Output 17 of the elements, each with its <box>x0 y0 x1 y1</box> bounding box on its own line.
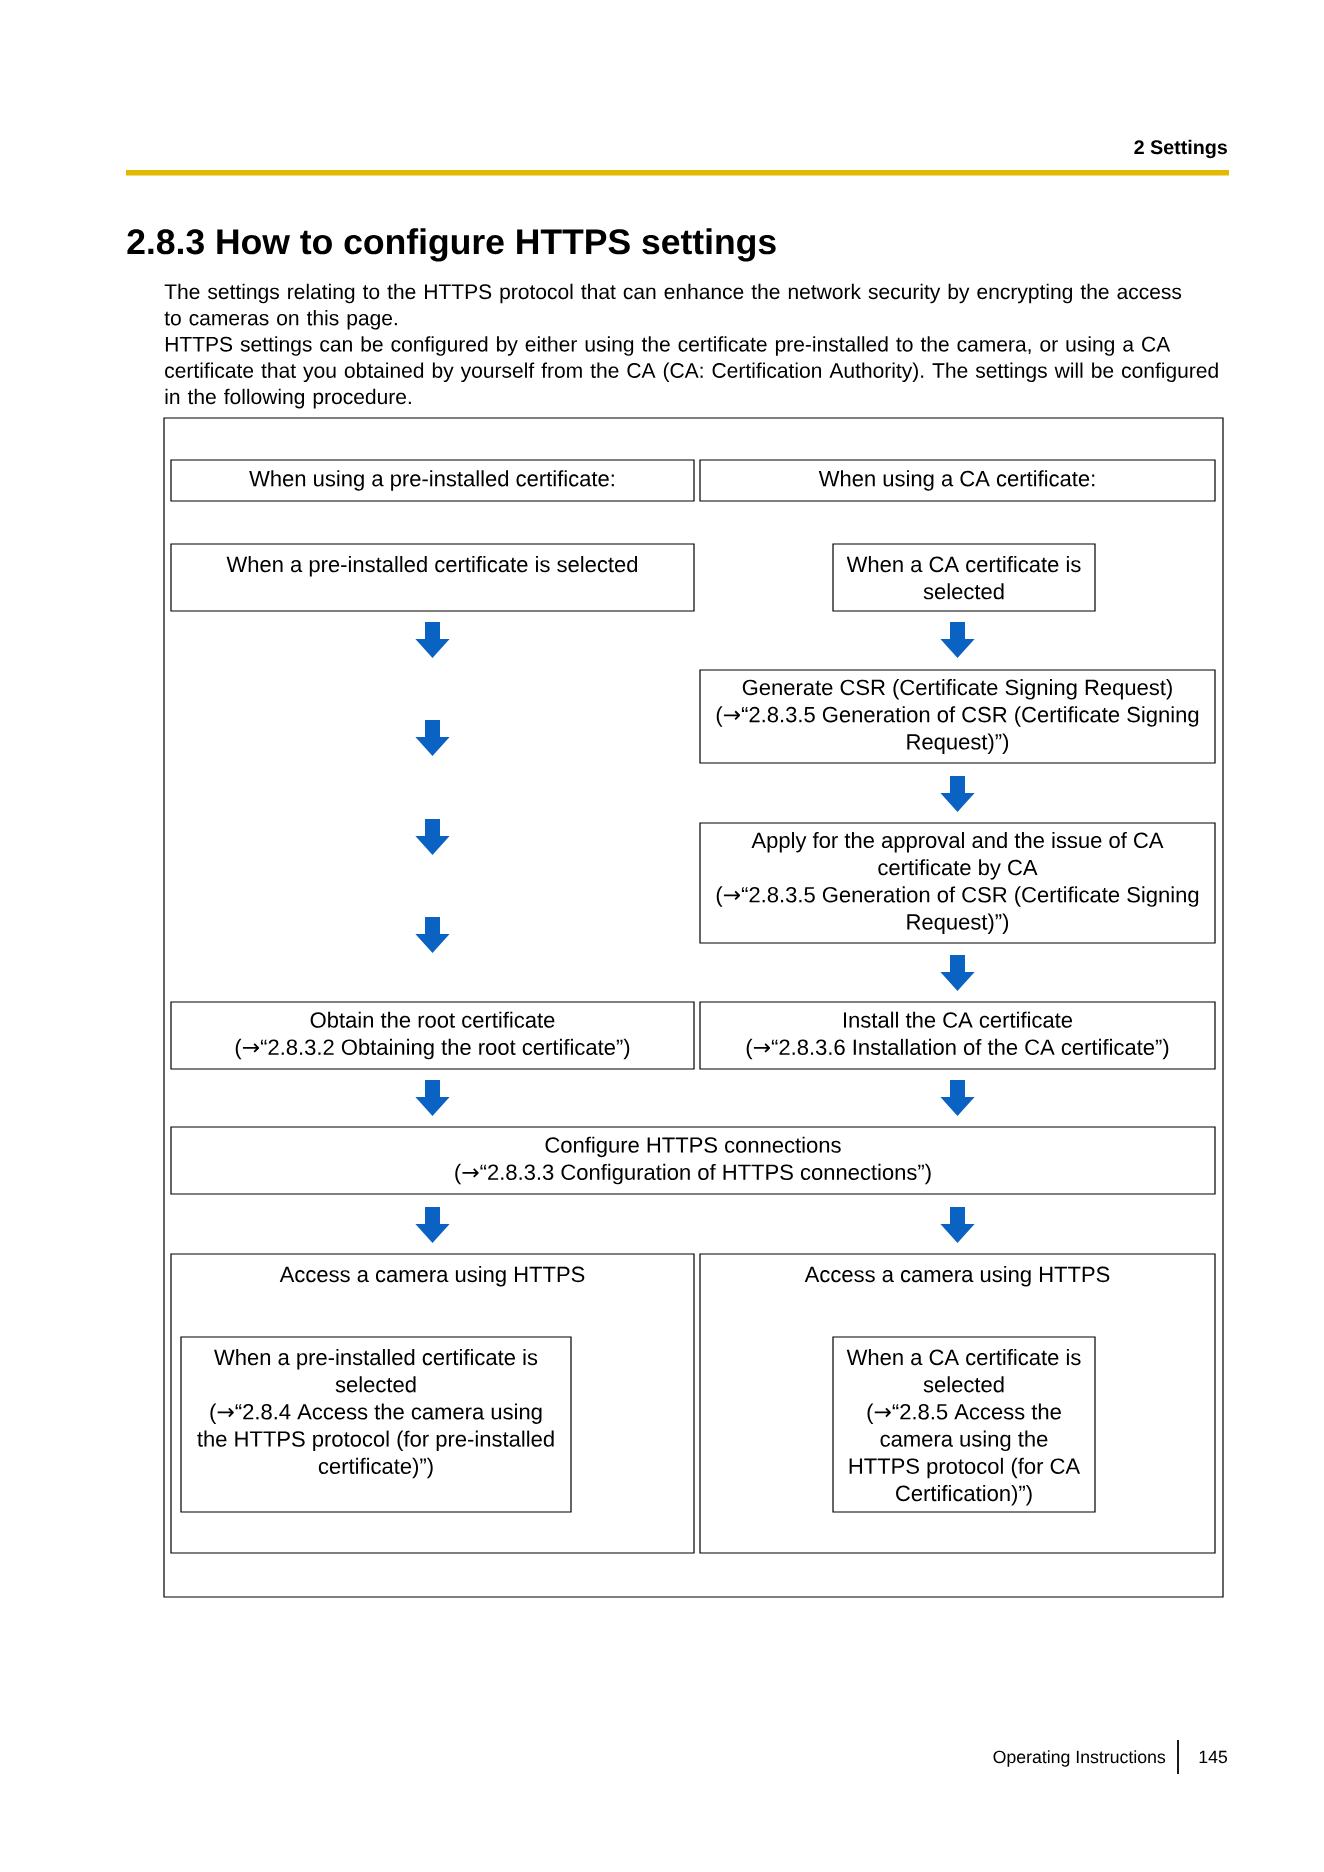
step-box: When a CA certificate is selected <box>832 543 1096 612</box>
step-box: Generate CSR (Certificate Signing Request) (→“2.8.3.5 Generation of CSR (Certificate Signing Request)”) <box>699 669 1216 764</box>
running-header: 2 Settings <box>1134 139 1227 159</box>
step-box: Apply for the approval and the issue of CA certificate by CA (→“2.8.3.5 Generation of CSR (Certificate Signing Request)”) <box>699 822 1216 944</box>
step-box: When a pre-installed certificate is selected (→“2.8.4 Access the camera using the HTTPS protocol (for pre-installed certificate)”) <box>180 1336 572 1513</box>
step-box: Configure HTTPS connections (→“2.8.3.3 Configuration of HTTPS connections”) <box>170 1126 1216 1195</box>
paragraph: The settings relating to the HTTPS protocol that can enhance the network security by encrypting the access to cameras on this page. <box>164 283 1182 330</box>
step-box: Obtain the root certificate (→“2.8.3.2 Obtaining the root certificate”) <box>170 1001 695 1070</box>
header-box: When using a pre-installed certificate: <box>170 459 695 502</box>
page-number: 145 <box>1199 1750 1228 1764</box>
step-box: Install the CA certificate (→“2.8.3.6 Installation of the CA certificate”) <box>699 1001 1216 1070</box>
paragraph: HTTPS settings can be configured by either using the certificate pre-installed to the camera, or using a CA certificate that you obtained by yourself from the CA (CA: Certification Authority). The settings will be configured in the following procedure. <box>165 336 1218 409</box>
footer-text: Operating Instructions <box>993 1750 1166 1767</box>
step-box: When a pre-installed certificate is selected <box>170 543 695 612</box>
header-box: When using a CA certificate: <box>699 459 1216 502</box>
section-title: 2.8.3 How to configure HTTPS settings <box>127 228 776 262</box>
step-box: When a CA certificate is selected (→“2.8.5 Access the camera using the HTTPS protocol (for CA Certification)”) <box>832 1336 1096 1513</box>
